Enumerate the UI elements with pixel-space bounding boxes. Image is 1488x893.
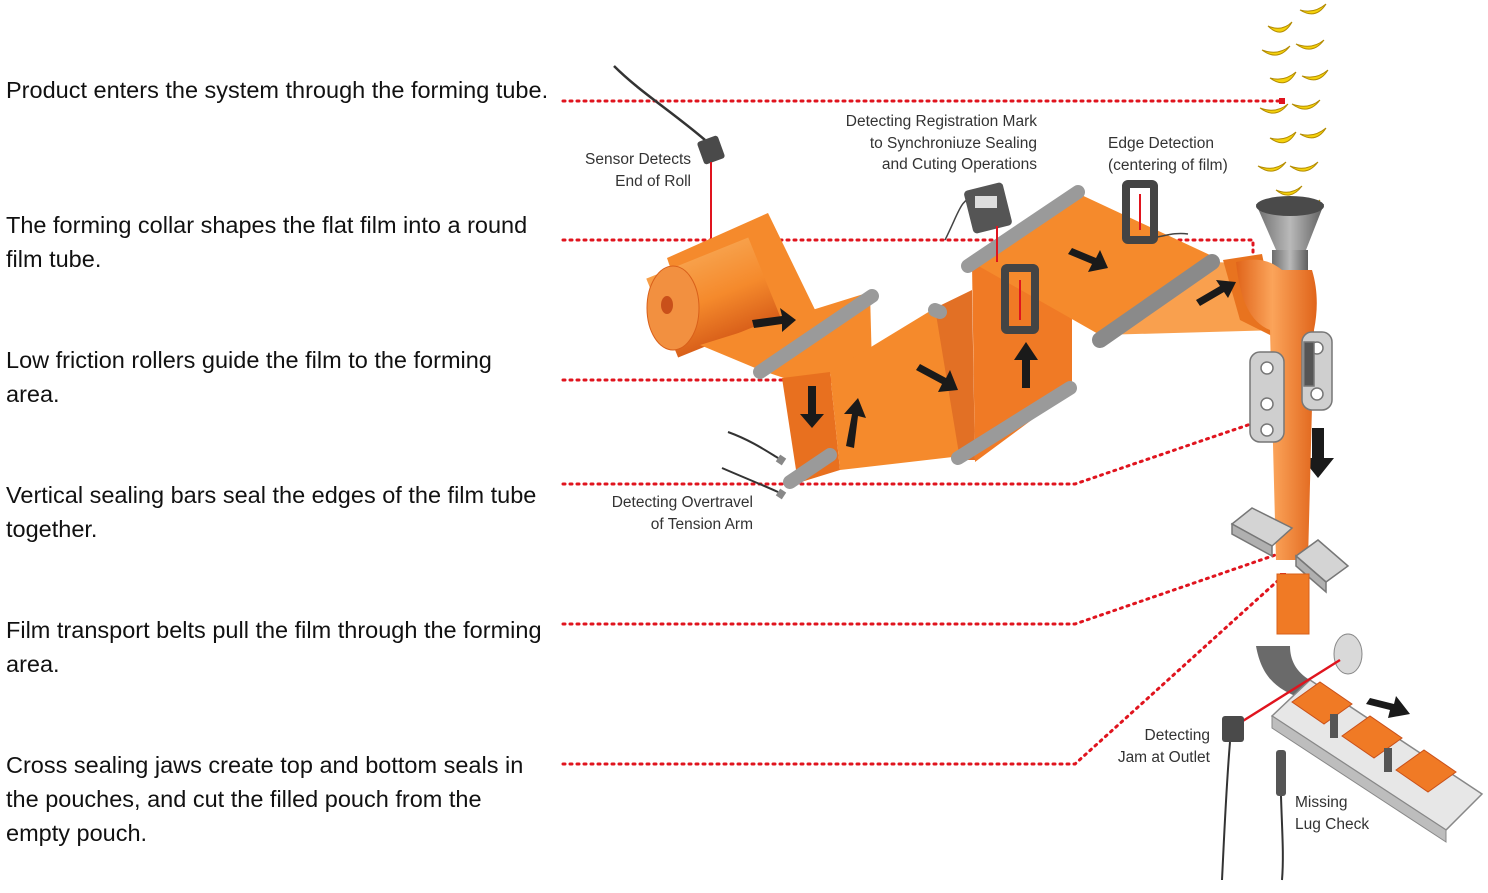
- step-6-text: Cross sealing jaws create top and bottom…: [6, 752, 524, 846]
- leader-6: [561, 574, 1285, 766]
- outlet-sensors: [1221, 716, 1286, 881]
- leader-5: [561, 551, 1283, 626]
- step-4-text: Vertical sealing bars seal the edges of …: [6, 482, 537, 542]
- pouch-chute: [1256, 573, 1310, 698]
- film-arrows: [752, 248, 1410, 718]
- label-overtravel: Detecting Overtravel of Tension Arm: [611, 494, 753, 533]
- step-5-text: Film transport belts pull the film throu…: [6, 617, 542, 677]
- label-missing-lug: Missing Lug Check: [1295, 794, 1370, 833]
- step-1-text: Product enters the system through the fo…: [6, 77, 549, 103]
- roller-1: [753, 289, 879, 379]
- label-end-of-roll: Sensor Detects End of Roll: [585, 151, 691, 190]
- leader-4: [561, 411, 1285, 486]
- outlet-conveyor: [1237, 633, 1484, 843]
- vertical-sealing-bars: [1249, 331, 1333, 443]
- roller-3: [951, 381, 1077, 465]
- label-edge-detection: Edge Detection (centering of film): [1108, 135, 1228, 174]
- product-stream: [1257, 3, 1329, 211]
- rollers: [753, 185, 1220, 489]
- end-of-roll-sensor: [613, 65, 725, 240]
- roller-6: [1092, 254, 1220, 348]
- roller-2: [783, 448, 837, 489]
- roller-4: [928, 303, 947, 319]
- registration-sensor: [944, 182, 1012, 262]
- cross-sealing-jaws: [1230, 507, 1350, 594]
- edge-sensor: [1001, 180, 1189, 334]
- label-registration-mark: Detecting Registration Mark to Synchroni…: [845, 113, 1037, 173]
- step-2-text: The forming collar shapes the flat film …: [6, 212, 528, 272]
- label-jam-at-outlet: Detecting Jam at Outlet: [1117, 727, 1210, 766]
- tension-arm-sensors: [721, 431, 787, 500]
- roller-5: [961, 185, 1085, 273]
- step-3-text: Low friction rollers guide the film to t…: [6, 347, 492, 407]
